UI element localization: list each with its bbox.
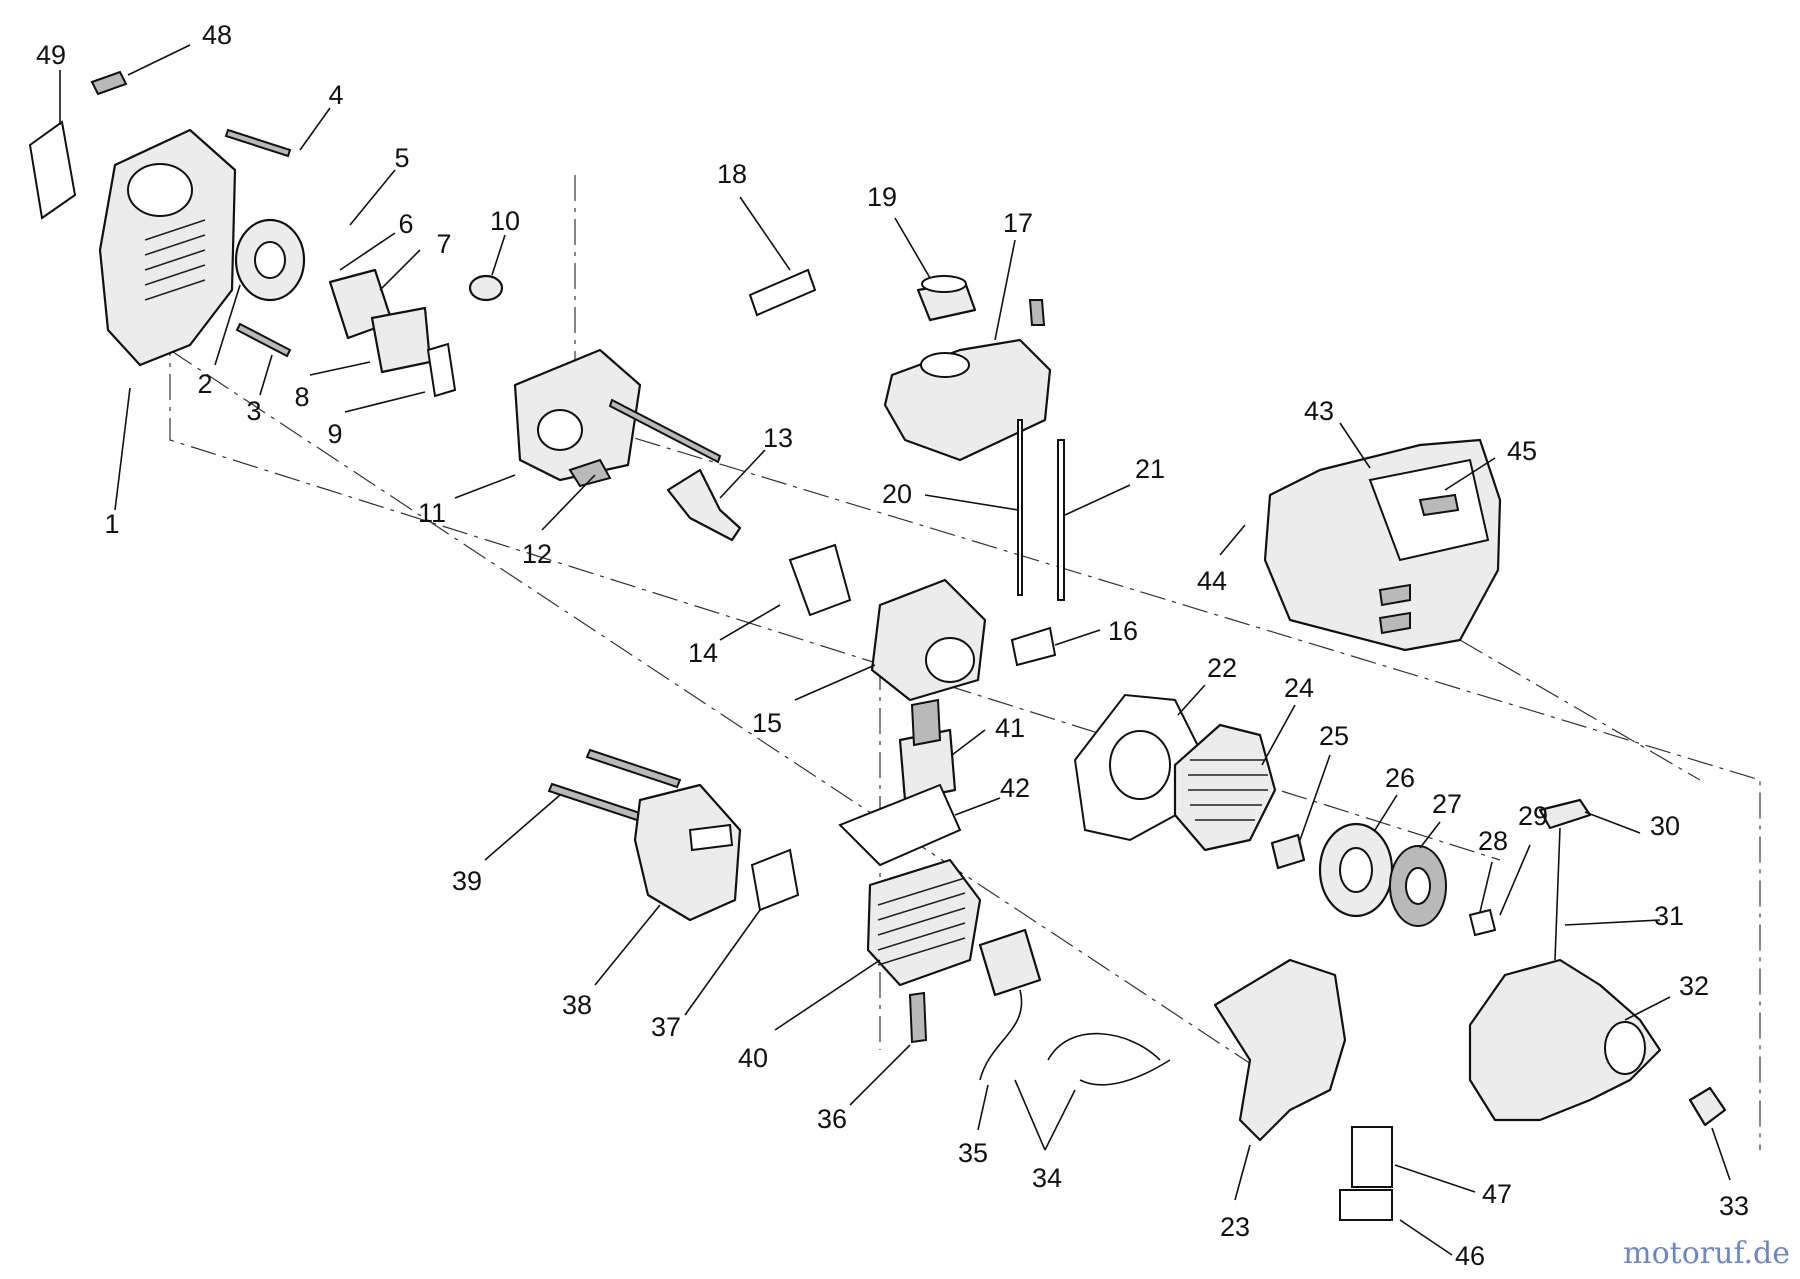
callout-39: 39 xyxy=(452,866,482,896)
callout-44: 44 xyxy=(1197,566,1227,596)
callout-45: 45 xyxy=(1507,436,1537,466)
callout-37: 37 xyxy=(651,1012,681,1042)
cylinder-40-shape xyxy=(866,858,982,987)
gasket-9-shape xyxy=(426,342,457,398)
callout-28: 28 xyxy=(1478,826,1508,856)
callout-46: 46 xyxy=(1455,1241,1485,1271)
callout-34: 34 xyxy=(1032,1163,1062,1193)
callout-6: 6 xyxy=(398,209,413,239)
crankcase-15-shape xyxy=(870,578,987,702)
part-drawings xyxy=(28,70,1727,1221)
callout-17: 17 xyxy=(1003,208,1033,238)
strip-18-shape xyxy=(748,268,817,317)
callout-9: 9 xyxy=(327,419,342,449)
callout-3: 3 xyxy=(246,396,261,426)
callout-20: 20 xyxy=(882,479,912,509)
callout-33: 33 xyxy=(1719,1191,1749,1221)
callout-43: 43 xyxy=(1304,396,1334,426)
pawl-28-shape xyxy=(1468,908,1497,937)
callout-7: 7 xyxy=(436,229,451,259)
callout-32: 32 xyxy=(1679,971,1709,1001)
muffler-38-shape xyxy=(633,783,742,922)
starter-housing-32-shape xyxy=(1468,958,1662,1122)
callout-11: 11 xyxy=(418,498,446,528)
assembly-lines xyxy=(169,175,1761,1150)
label-48-shape xyxy=(90,70,128,96)
crankshaft-13-shape xyxy=(666,468,742,542)
callout-5: 5 xyxy=(394,143,409,173)
callout-13: 13 xyxy=(763,423,793,453)
leader-lines xyxy=(59,44,1731,1256)
callout-23: 23 xyxy=(1220,1212,1250,1242)
callout-21: 21 xyxy=(1135,454,1165,484)
plate-12-shape xyxy=(568,458,612,488)
callout-8: 8 xyxy=(294,382,309,412)
callout-15: 15 xyxy=(752,708,782,738)
decal-46-shape xyxy=(1339,1189,1393,1221)
gasket-37-shape xyxy=(750,848,800,912)
flywheel-24-shape xyxy=(1173,723,1277,852)
callout-22: 22 xyxy=(1207,653,1237,683)
callout-41: 41 xyxy=(995,713,1025,743)
callout-48: 48 xyxy=(202,20,232,50)
callout-35: 35 xyxy=(958,1138,988,1168)
callout-26: 26 xyxy=(1385,763,1415,793)
callout-47: 47 xyxy=(1482,1179,1512,1209)
callout-40: 40 xyxy=(738,1043,768,1073)
carb-housing-11-shape xyxy=(513,348,642,482)
callout-12: 12 xyxy=(522,539,552,569)
callout-24: 24 xyxy=(1284,673,1314,703)
callout-31: 31 xyxy=(1654,901,1684,931)
wire-34-shape xyxy=(1047,1032,1171,1086)
spark-plug-36-shape xyxy=(908,991,928,1044)
callout-numbers: 1 2 3 4 5 6 7 8 9 10 11 12 13 14 15 16 1… xyxy=(36,20,1749,1271)
callout-18: 18 xyxy=(717,159,747,189)
gasket-14-shape xyxy=(788,543,852,617)
gasket-42-shape xyxy=(838,783,962,867)
bracket-23-shape xyxy=(1213,958,1347,1142)
primer-10-shape xyxy=(468,274,504,302)
callout-36: 36 xyxy=(817,1104,847,1134)
decal-49-shape xyxy=(28,120,77,220)
clamp-33-shape xyxy=(1688,1086,1727,1127)
handle-30-shape xyxy=(1538,798,1592,830)
callout-25: 25 xyxy=(1319,721,1349,751)
spacer-25-shape xyxy=(1270,833,1306,870)
callout-30: 30 xyxy=(1650,811,1680,841)
ignition-35-shape xyxy=(978,928,1042,997)
callout-2: 2 xyxy=(197,369,212,399)
decal-47-shape xyxy=(1351,1126,1393,1188)
callout-19: 19 xyxy=(867,182,897,212)
callout-10: 10 xyxy=(490,206,520,236)
callout-14: 14 xyxy=(688,638,718,668)
fuel-tank-17-shape xyxy=(883,338,1052,462)
watermark-logo: motoruf.de xyxy=(1623,1236,1790,1271)
carburetor-8-shape xyxy=(370,306,432,374)
callout-27: 27 xyxy=(1432,789,1462,819)
callout-4: 4 xyxy=(328,80,343,110)
callout-42: 42 xyxy=(1000,773,1030,803)
callout-1: 1 xyxy=(104,509,119,539)
callout-38: 38 xyxy=(562,990,592,1020)
callout-16: 16 xyxy=(1108,616,1138,646)
callout-49: 49 xyxy=(36,40,66,70)
clip-16-shape xyxy=(1010,626,1057,667)
callout-29: 29 xyxy=(1518,801,1548,831)
